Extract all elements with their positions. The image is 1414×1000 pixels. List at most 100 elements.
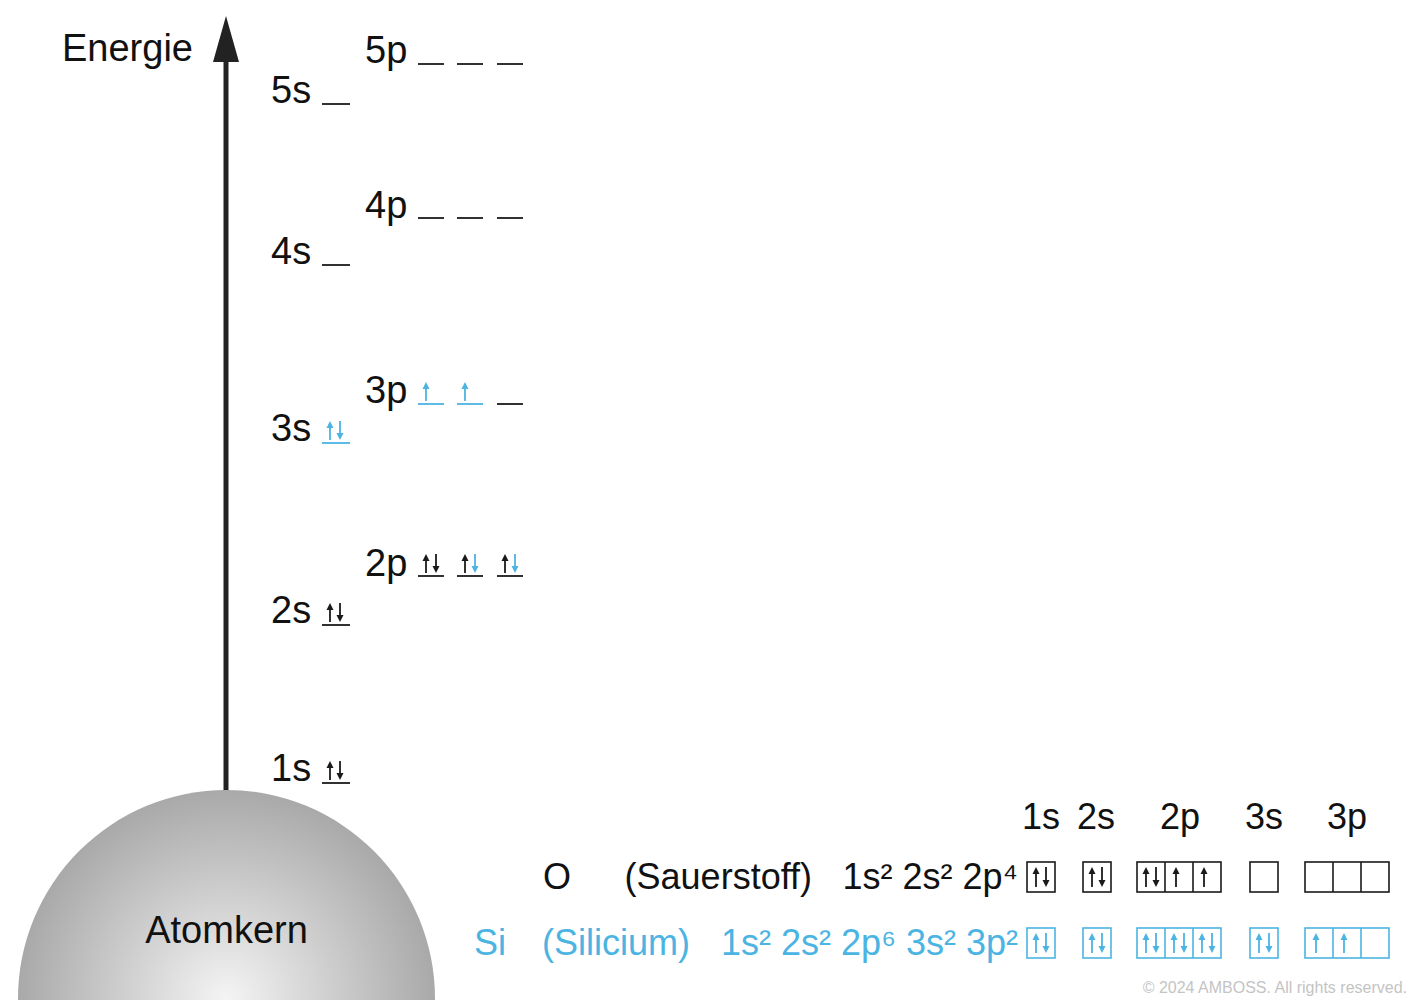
orbital-box-divider bbox=[1192, 862, 1194, 892]
spin-arrowhead bbox=[1143, 933, 1150, 940]
orbital-line bbox=[457, 403, 483, 405]
orbital-boxes bbox=[1027, 862, 1389, 958]
spin-arrow bbox=[514, 554, 516, 566]
orbital-line bbox=[457, 63, 483, 65]
orbital-box bbox=[1083, 928, 1111, 958]
spin-arrowhead bbox=[472, 566, 479, 573]
orbital-name: 2p bbox=[365, 544, 407, 582]
spin-arrow bbox=[1203, 874, 1205, 887]
electron-configuration: 1s² 2s² 2p⁶ 3s² 3p² bbox=[721, 925, 1018, 961]
spin-arrow bbox=[474, 554, 476, 566]
spin-arrowhead bbox=[1171, 933, 1178, 940]
spin-arrowhead bbox=[1256, 933, 1263, 940]
spin-arrowhead bbox=[1153, 880, 1160, 887]
spin-arrow bbox=[1315, 940, 1317, 953]
spin-arrow bbox=[1155, 933, 1157, 946]
orbital-box bbox=[1027, 928, 1055, 958]
spin-arrow bbox=[1035, 874, 1037, 887]
orbital-name: 3p bbox=[365, 371, 407, 409]
spin-arrow bbox=[1258, 940, 1260, 953]
spin-arrow bbox=[1145, 874, 1147, 887]
spin-arrowhead bbox=[327, 421, 334, 428]
spin-arrow bbox=[1145, 940, 1147, 953]
spin-arrowhead bbox=[462, 554, 469, 561]
orbital-line bbox=[457, 575, 483, 577]
spin-arrowhead bbox=[1033, 933, 1040, 940]
spin-arrow bbox=[1091, 940, 1093, 953]
spin-arrowhead bbox=[423, 554, 430, 561]
orbital-box-divider bbox=[1164, 862, 1166, 892]
orbital-box bbox=[1305, 928, 1389, 958]
nucleus-label: Atomkern bbox=[18, 911, 435, 949]
orbital-box-divider bbox=[1192, 928, 1194, 958]
spin-arrow bbox=[1091, 874, 1093, 887]
spin-arrow bbox=[464, 561, 466, 573]
spin-arrowhead bbox=[337, 773, 344, 780]
electron-configuration: 1s² 2s² 2p⁴ bbox=[842, 859, 1018, 895]
spin-arrowhead bbox=[1199, 933, 1206, 940]
orbital-line bbox=[497, 575, 523, 577]
spin-arrowhead bbox=[1043, 946, 1050, 953]
orbital-line bbox=[497, 217, 523, 219]
orbital-line bbox=[322, 103, 350, 105]
spin-arrow bbox=[1211, 933, 1213, 946]
nucleus-fill bbox=[18, 790, 435, 1000]
orbital-box-divider bbox=[1360, 928, 1362, 958]
spin-arrow bbox=[339, 603, 341, 615]
column-header: 1s bbox=[1022, 799, 1060, 835]
axis-title: Energie bbox=[62, 29, 193, 67]
nucleus-circle: Atomkern bbox=[18, 790, 435, 1000]
spin-arrowhead bbox=[1266, 946, 1273, 953]
spin-arrow bbox=[329, 610, 331, 622]
orbital-box bbox=[1250, 862, 1278, 892]
orbital-box-divider bbox=[1332, 862, 1334, 892]
spin-arrowhead bbox=[1173, 867, 1180, 874]
spin-arrow bbox=[1045, 933, 1047, 946]
spin-arrowhead bbox=[1099, 880, 1106, 887]
orbital-name: 5p bbox=[365, 31, 407, 69]
spin-arrowhead bbox=[1181, 946, 1188, 953]
spin-arrowhead bbox=[337, 615, 344, 622]
orbital-line bbox=[322, 442, 350, 444]
spin-arrowhead bbox=[1313, 933, 1320, 940]
spin-arrowhead bbox=[1153, 946, 1160, 953]
spin-arrow bbox=[1183, 933, 1185, 946]
spin-arrowhead bbox=[1201, 867, 1208, 874]
spin-arrow bbox=[1035, 940, 1037, 953]
orbital-box bbox=[1137, 928, 1221, 958]
orbital-line bbox=[322, 782, 350, 784]
spin-arrow bbox=[329, 428, 331, 440]
nucleus-shape bbox=[18, 790, 435, 1000]
column-header: 2s bbox=[1077, 799, 1115, 835]
spin-arrow bbox=[339, 761, 341, 773]
axis-arrowhead bbox=[213, 16, 239, 62]
orbital-box-divider bbox=[1332, 928, 1334, 958]
orbital-box bbox=[1027, 862, 1055, 892]
column-header: 3p bbox=[1327, 799, 1367, 835]
orbital-line bbox=[418, 575, 444, 577]
spin-arrow bbox=[1045, 867, 1047, 880]
copyright-note: © 2024 AMBOSS. All rights reserved. bbox=[1143, 980, 1407, 996]
orbital-line bbox=[457, 217, 483, 219]
spin-arrow bbox=[435, 554, 437, 566]
spin-arrowhead bbox=[1043, 880, 1050, 887]
orbital-line bbox=[418, 63, 444, 65]
orbital-name: 3s bbox=[271, 409, 311, 447]
spin-arrow bbox=[425, 389, 427, 401]
spin-arrow bbox=[1268, 933, 1270, 946]
element-name: (Silicium) bbox=[542, 925, 690, 961]
spin-arrow bbox=[1173, 940, 1175, 953]
element-symbol: O bbox=[543, 859, 571, 895]
column-header: 2p bbox=[1160, 799, 1200, 835]
spin-arrowhead bbox=[327, 761, 334, 768]
spin-arrowhead bbox=[1033, 867, 1040, 874]
orbital-box bbox=[1137, 862, 1221, 892]
orbital-name: 2s bbox=[271, 591, 311, 629]
spin-arrow bbox=[329, 768, 331, 780]
orbital-box bbox=[1250, 928, 1278, 958]
energy-levels bbox=[322, 64, 523, 783]
orbital-line bbox=[322, 624, 350, 626]
column-header: 3s bbox=[1245, 799, 1283, 835]
spin-arrowhead bbox=[1099, 946, 1106, 953]
orbital-line bbox=[322, 264, 350, 266]
